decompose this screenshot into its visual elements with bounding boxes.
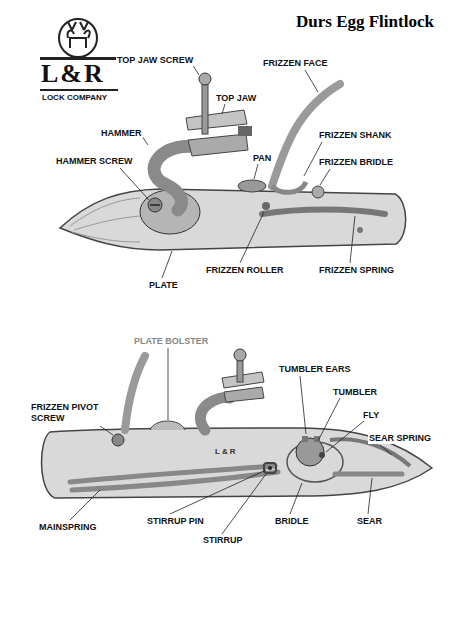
part-label: FRIZZEN ROLLER	[205, 265, 285, 276]
frizzen	[238, 84, 385, 214]
logo-emblem	[40, 19, 118, 91]
lock-plate	[60, 189, 406, 250]
lock-plate	[357, 227, 363, 233]
top-jaw	[186, 110, 247, 130]
hammer	[200, 398, 230, 430]
frizzen	[112, 356, 145, 446]
frizzen	[262, 202, 270, 210]
frizzen	[262, 210, 385, 215]
hammer	[148, 198, 162, 212]
part-label: HAMMER	[100, 128, 143, 139]
hammer	[150, 204, 160, 206]
part-label: FRIZZEN BRIDLE	[318, 157, 394, 168]
part-label: FRIZZEN SPRING	[318, 265, 395, 276]
part-label: FRIZZEN PIVOT SCREW	[30, 402, 116, 424]
leader-line	[170, 470, 266, 514]
part-label: STIRRUP	[202, 535, 244, 546]
lock-plate	[60, 189, 406, 250]
part-label: TOP JAW SCREW	[116, 55, 194, 66]
part-label: FRIZZEN SHANK	[318, 130, 393, 141]
part-label: BRIDLE	[274, 516, 310, 527]
frizzen	[312, 186, 324, 198]
leader-line	[320, 169, 330, 185]
stamp-mark: L&R	[214, 447, 238, 456]
hammer	[234, 349, 246, 361]
logo-emblem	[68, 22, 90, 48]
lock-mechanism	[70, 466, 278, 490]
leader-line	[318, 398, 340, 441]
logo-text: L&R	[40, 60, 106, 88]
hammer	[140, 190, 200, 234]
leader-line	[70, 490, 100, 520]
frizzen	[272, 182, 306, 192]
lock-plate	[70, 198, 140, 242]
top-jaw	[186, 73, 252, 156]
part-label: HAMMER SCREW	[55, 156, 134, 167]
hammer	[224, 387, 264, 402]
leader-line	[290, 483, 302, 514]
part-label: PLATE BOLSTER	[133, 336, 209, 347]
part-label: FLY	[362, 410, 380, 421]
part-label: MAINSPRING	[38, 522, 98, 533]
lock-mechanism	[268, 466, 272, 470]
leader-line	[300, 376, 306, 434]
top-jaw	[199, 73, 211, 85]
leader-line	[168, 348, 169, 420]
leader-line	[368, 478, 372, 514]
leader-line	[120, 168, 149, 200]
top-jaw	[238, 126, 252, 136]
hammer	[200, 349, 264, 430]
title: Durs Egg Flintlock	[296, 12, 434, 32]
hammer	[140, 146, 205, 234]
leader-line	[326, 421, 364, 452]
frizzen	[112, 434, 124, 446]
lock-mechanism	[264, 463, 276, 473]
top-jaw	[188, 134, 248, 156]
logo-emblem	[40, 89, 118, 91]
lock-plate	[42, 421, 432, 498]
part-label: FRIZZEN FACE	[262, 58, 329, 69]
frizzen	[238, 180, 266, 192]
lock-mechanism	[296, 438, 324, 466]
leader-line	[380, 445, 392, 455]
lock-plate	[150, 421, 185, 430]
leader-line	[70, 348, 392, 534]
part-label: TOP JAW	[215, 93, 257, 104]
leader-line	[100, 426, 113, 435]
hammer	[237, 360, 243, 382]
logo-caption: LOCK COMPANY	[41, 93, 108, 102]
lock-mechanism	[319, 452, 325, 458]
leader-line	[222, 474, 266, 534]
part-label: PAN	[252, 153, 272, 164]
leader-line	[142, 136, 148, 145]
leader-line	[254, 164, 258, 179]
leader-line	[162, 251, 172, 278]
logo-emblem	[59, 19, 97, 57]
part-label: PLATE	[148, 280, 179, 291]
frizzen	[125, 356, 145, 430]
leader-line	[240, 212, 264, 263]
part-label: SEAR	[356, 516, 383, 527]
lock-mechanism	[302, 436, 308, 442]
top-jaw	[202, 84, 208, 134]
lock-mechanism	[335, 472, 402, 477]
leader-line	[305, 70, 318, 92]
part-label: STIRRUP PIN	[146, 516, 205, 527]
part-label: TUMBLER EARS	[278, 364, 352, 375]
leader-line	[350, 216, 355, 263]
leader-line	[120, 64, 355, 278]
lock-plate	[42, 428, 432, 498]
leader-line	[222, 104, 225, 114]
part-label: TUMBLER	[332, 387, 378, 398]
part-label: SEAR SPRING	[368, 433, 432, 444]
